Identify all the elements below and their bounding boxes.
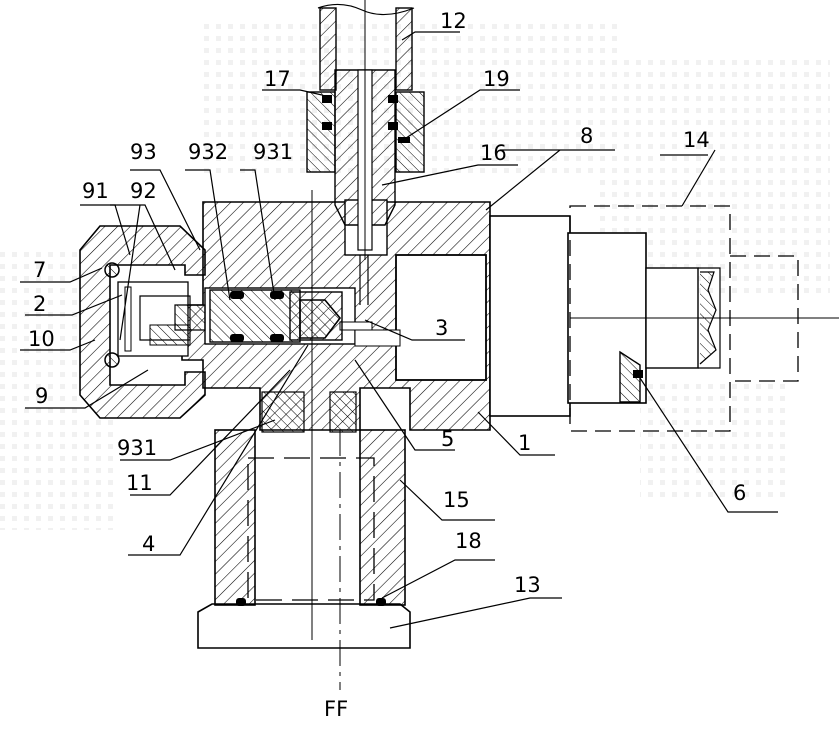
spool [209,289,343,343]
seal-931 [270,291,284,299]
label-8: 8 [580,124,593,148]
leader-lines [20,31,778,629]
label-2: 2 [33,292,46,316]
seal-932 [230,291,244,299]
label-3: 3 [435,316,448,340]
label-92: 92 [130,179,157,203]
part-labels: 12 17 19 16 8 14 93 932 931 91 92 7 2 10… [28,9,746,721]
lower-connector [197,391,411,649]
label-1: 1 [518,431,531,455]
label-14: 14 [683,128,710,152]
label-931-bottom: 931 [117,436,157,460]
right-gauge-assembly [489,205,839,432]
label-18: 18 [455,529,482,553]
label-932: 932 [188,140,228,164]
label-5: 5 [441,427,454,451]
label-7: 7 [33,258,46,282]
label-17: 17 [264,67,291,91]
label-12: 12 [440,9,467,33]
center-lines [311,0,366,690]
seal-932-lower [230,334,244,342]
label-4: 4 [142,532,155,556]
label-6: 6 [733,481,746,505]
seal-931-lower [270,334,284,342]
label-9: 9 [35,384,48,408]
cap-nut [79,225,206,419]
label-91: 91 [82,179,109,203]
label-13: 13 [514,573,541,597]
label-19: 19 [483,67,510,91]
label-93: 93 [130,140,157,164]
section-label: FF [324,697,348,721]
label-16: 16 [480,141,507,165]
label-931-top: 931 [253,140,293,164]
label-11: 11 [126,471,153,495]
label-10: 10 [28,327,55,351]
label-15: 15 [443,488,470,512]
